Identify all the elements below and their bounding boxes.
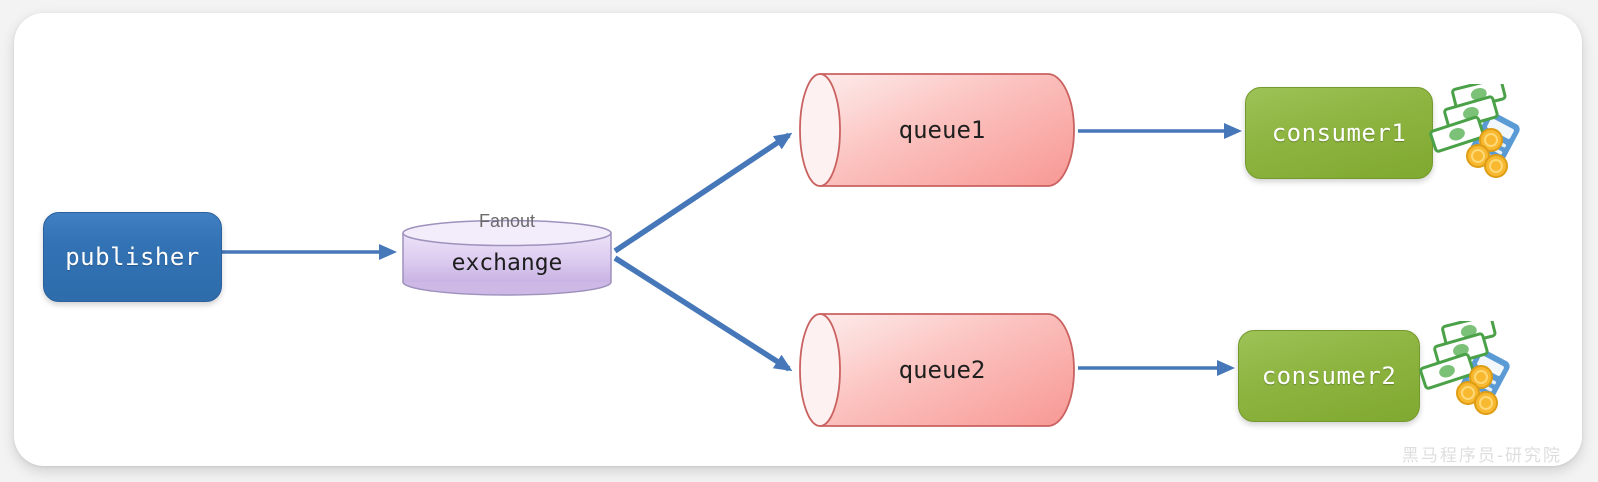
consumer2-node: consumer2	[1238, 330, 1420, 422]
money-icon	[1429, 84, 1520, 178]
exchange-cylinder-shape	[402, 219, 612, 296]
queue2-label: queue2	[898, 356, 986, 384]
queue2-cylinder-shape	[799, 313, 1075, 427]
exchange-type-label: Fanout	[478, 211, 536, 231]
exchange-node: Fanout exchange	[401, 211, 613, 297]
queue2-node: queue2	[796, 312, 1076, 428]
queue1-cylinder-shape	[799, 73, 1075, 187]
queue1-node: queue1	[796, 72, 1076, 188]
banknote-icon	[1429, 115, 1485, 153]
coins-icon	[1456, 365, 1498, 415]
watermark: 黑马程序员-研究院	[1401, 446, 1562, 466]
consumer1-label: consumer1	[1271, 119, 1407, 147]
consumer1-node: consumer1	[1245, 87, 1433, 179]
money-icon	[1419, 321, 1510, 415]
publisher-node: publisher	[43, 212, 222, 302]
exchange-label: exchange	[451, 250, 563, 276]
consumer2-label: consumer2	[1261, 362, 1397, 390]
banknote-icon	[1419, 352, 1475, 390]
queue1-label: queue1	[898, 116, 986, 144]
coins-icon	[1466, 128, 1508, 178]
publisher-label: publisher	[65, 243, 200, 271]
